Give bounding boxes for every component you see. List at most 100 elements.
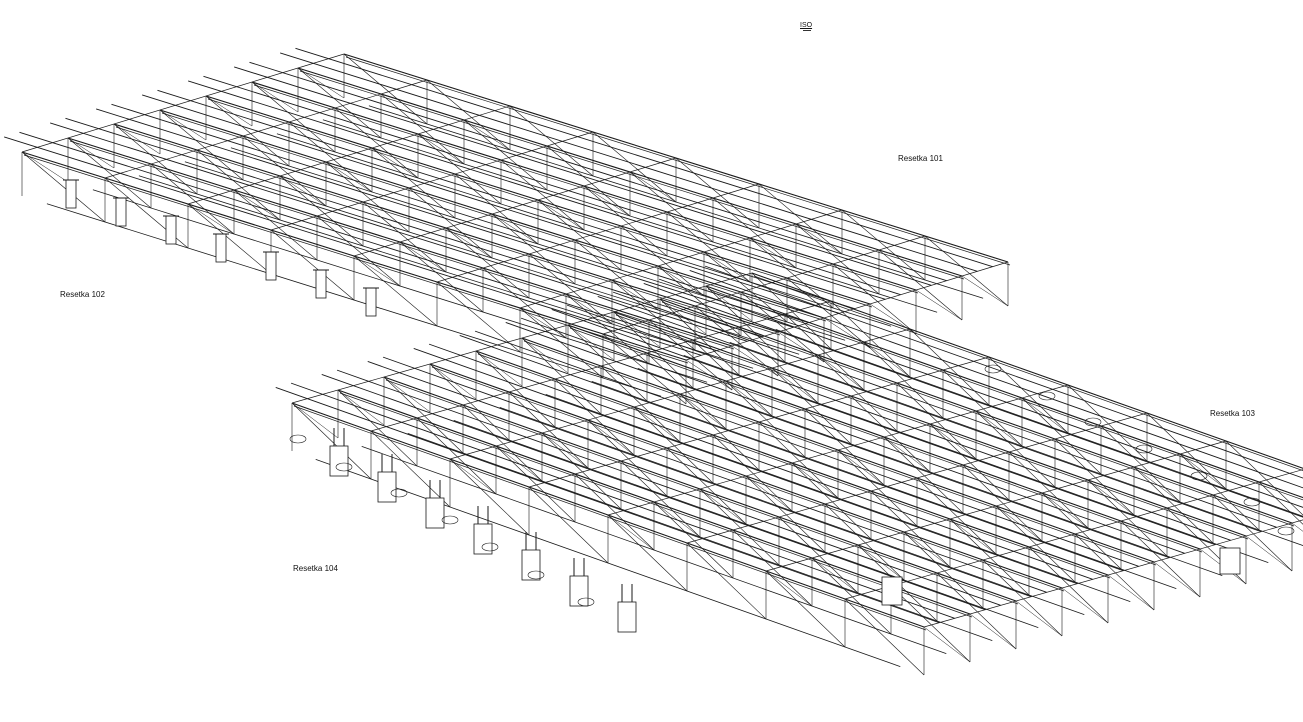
upper-purlin	[233, 66, 932, 286]
upper-purlin	[249, 61, 947, 282]
lower-top-chord	[615, 314, 1249, 540]
upper-diagonal	[362, 201, 447, 273]
member-tag	[577, 597, 595, 607]
upper-diagonal	[334, 107, 419, 179]
lower-diagonal	[949, 518, 1030, 596]
upper-diagonal	[279, 175, 327, 207]
grid-label-104: Resetka 104	[293, 564, 338, 573]
upper-cross-member	[187, 105, 511, 205]
lower-purlin	[520, 317, 1185, 554]
lower-support-pedestal	[377, 471, 397, 503]
upper-diagonal	[343, 53, 428, 125]
lower-diagonal	[830, 300, 911, 378]
lower-diagonal	[1067, 384, 1148, 462]
upper-diagonal	[583, 185, 668, 257]
lower-top-chord	[751, 272, 1303, 469]
upper-diagonal	[546, 145, 631, 217]
lower-purlin	[321, 374, 986, 611]
member-tag	[481, 542, 499, 552]
member-tag	[1243, 497, 1261, 507]
upper-purlin	[95, 108, 794, 328]
upper-diagonal	[463, 119, 511, 151]
lower-diagonal	[607, 514, 655, 551]
lower-diagonal	[870, 490, 951, 568]
upper-diagonal	[159, 109, 207, 141]
member-tag	[289, 434, 307, 444]
upper-diagonal	[509, 105, 594, 177]
upper-purlin	[19, 131, 717, 352]
lower-support-pedestal	[881, 576, 903, 606]
upper-top-chord	[161, 112, 827, 322]
upper-diagonal	[445, 227, 530, 299]
upper-diagonal	[233, 189, 281, 221]
upper-diagonal	[749, 237, 797, 269]
upper-diagonal	[325, 161, 410, 233]
lower-diagonal	[995, 505, 1076, 583]
upper-cross-member	[353, 157, 677, 257]
lower-diagonal	[686, 542, 767, 620]
upper-diagonal	[371, 147, 456, 219]
upper-diagonal	[270, 229, 355, 301]
upper-diagonal	[841, 209, 926, 281]
upper-purlin	[141, 94, 840, 314]
upper-diagonal	[519, 307, 567, 339]
upper-diagonal	[454, 173, 539, 245]
upper-diagonal	[869, 303, 917, 335]
lower-support-pedestal	[521, 549, 541, 581]
upper-top-chord	[345, 56, 1011, 266]
upper-diagonal	[21, 151, 106, 223]
lower-diagonal	[1225, 440, 1303, 516]
upper-purlin	[3, 136, 702, 356]
upper-diagonal	[694, 305, 779, 377]
upper-diagonal	[795, 223, 880, 295]
upper-top-chord	[207, 98, 873, 308]
lower-diagonal	[554, 378, 635, 456]
upper-diagonal	[67, 137, 152, 209]
lower-diagonal	[844, 598, 925, 676]
upper-purlin	[111, 103, 809, 324]
upper-diagonal	[657, 265, 705, 297]
lower-purlin	[367, 361, 1032, 598]
lower-purlin	[704, 265, 1303, 479]
upper-diagonal	[371, 147, 419, 179]
lower-purlin	[459, 335, 1124, 572]
lower-diagonal	[1100, 425, 1181, 503]
lower-diagonal	[850, 395, 931, 473]
lower-purlin	[566, 304, 1231, 541]
lower-diagonal	[370, 430, 451, 508]
lower-diagonal	[600, 365, 681, 443]
upper-diagonal	[205, 95, 290, 167]
upper-diagonal	[325, 161, 373, 193]
lower-diagonal	[778, 516, 859, 594]
lower-diagonal	[837, 449, 918, 527]
upper-diagonal	[417, 133, 465, 165]
upper-diagonal	[251, 81, 336, 153]
member-tag	[390, 488, 408, 498]
lower-diagonal	[811, 557, 892, 635]
lower-diagonal	[1021, 397, 1102, 475]
lower-diagonal	[1146, 412, 1227, 490]
upper-diagonal	[583, 185, 631, 217]
lower-purlin	[474, 330, 1139, 567]
lower-diagonal	[462, 404, 543, 482]
upper-diagonal	[491, 213, 576, 285]
lower-diagonal	[291, 402, 339, 439]
member-tag	[1277, 526, 1295, 536]
upper-support-column	[115, 197, 127, 227]
upper-diagonal	[565, 293, 613, 325]
lower-top-chord	[385, 379, 1019, 605]
member-tag	[1135, 444, 1153, 454]
lower-top-chord	[661, 301, 1295, 527]
upper-support-column	[215, 233, 227, 263]
lower-purlin	[643, 283, 1303, 518]
grid-label-101: Resetka 101	[898, 154, 943, 163]
lower-diagonal	[620, 460, 701, 538]
upper-purlin	[157, 89, 855, 310]
upper-diagonal	[113, 123, 198, 195]
upper-diagonal	[159, 109, 244, 181]
lower-diagonal	[1133, 466, 1214, 544]
lower-diagonal	[646, 352, 727, 430]
lower-diagonal	[962, 464, 1043, 542]
upper-diagonal	[961, 275, 1009, 307]
upper-cross-member	[685, 261, 1009, 361]
